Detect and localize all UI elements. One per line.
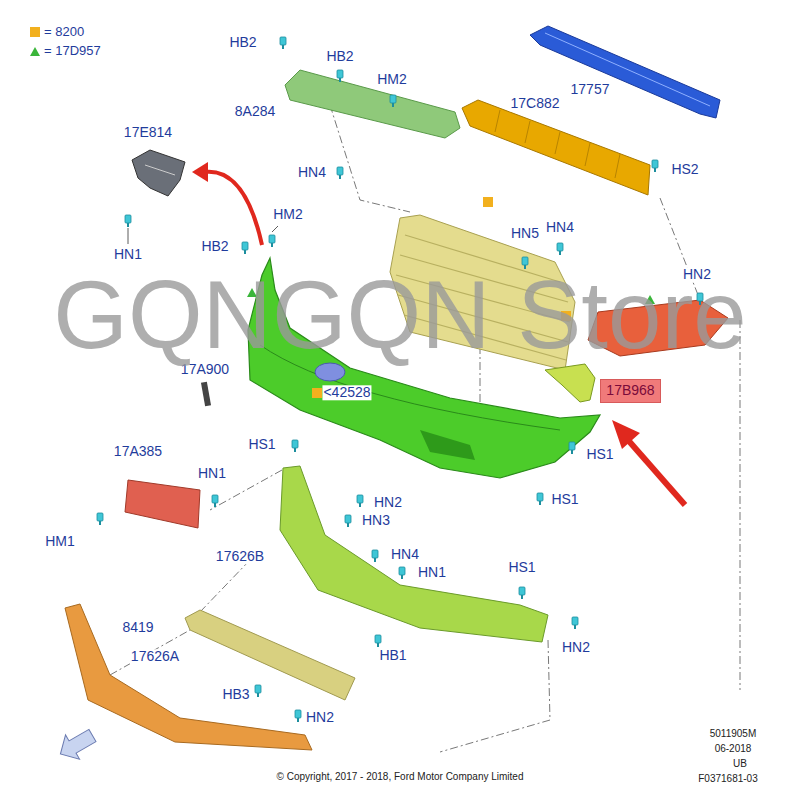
fastener-code: HM1 xyxy=(44,534,76,549)
part-number: 17626A xyxy=(130,649,180,664)
fastener-code: HN2 xyxy=(561,640,591,655)
part-number: 8419 xyxy=(121,620,154,635)
fastener-code: HS2 xyxy=(670,162,699,177)
part-number: <42528 xyxy=(322,385,371,400)
fastener-code: HB2 xyxy=(200,239,229,254)
fastener-code: HB3 xyxy=(221,687,250,702)
part-number: 17E814 xyxy=(123,125,173,140)
part-number: 17A385 xyxy=(113,444,163,459)
part-number: 17C882 xyxy=(509,96,560,111)
part-number: 8A284 xyxy=(234,104,276,119)
part-number: 17757 xyxy=(570,82,611,97)
fastener-code: HN1 xyxy=(417,565,447,580)
legend-triangle xyxy=(30,46,40,56)
fastener-code: HN1 xyxy=(113,247,143,262)
drawing-code: UB xyxy=(732,758,748,769)
drawing-code: F0371681-03 xyxy=(697,773,759,784)
fastener-code: HS1 xyxy=(247,437,276,452)
fastener-code: HB1 xyxy=(378,648,407,663)
legend-swatch xyxy=(30,27,40,37)
fastener-code: HN2 xyxy=(305,710,335,725)
legend-text: = 17D957 xyxy=(44,44,101,58)
fastener-code: HS1 xyxy=(507,560,536,575)
drawing-code: 5011905M xyxy=(709,728,758,739)
fastener-code: HN3 xyxy=(361,513,391,528)
legend-entry: = 8200 xyxy=(30,25,84,39)
fastener-code: HB2 xyxy=(325,49,354,64)
fastener-code: HS1 xyxy=(550,492,579,507)
fastener-code: HN4 xyxy=(390,547,420,562)
fastener-code: HN4 xyxy=(297,165,327,180)
part-number: 17626B xyxy=(215,549,265,564)
copyright-note: © Copyright, 2017 - 2018, Ford Motor Com… xyxy=(276,771,525,782)
fastener-code: HM2 xyxy=(376,72,408,87)
fastener-code: HN4 xyxy=(545,220,575,235)
fastener-code: HB2 xyxy=(228,35,257,50)
fastener-code: HN5 xyxy=(510,226,540,241)
fastener-code: HN1 xyxy=(197,466,227,481)
fastener-code: HS1 xyxy=(585,447,614,462)
highlight-box: 17B968 xyxy=(600,379,661,403)
legend-entry: = 17D957 xyxy=(30,44,101,58)
part-number: 17B968 xyxy=(606,383,654,398)
watermark: GQNGQN Store xyxy=(53,262,746,368)
fastener-code: HN2 xyxy=(373,495,403,510)
drawing-code: 06-2018 xyxy=(714,743,753,754)
fastener-code: HM2 xyxy=(272,207,304,222)
legend-text: = 8200 xyxy=(44,25,84,39)
